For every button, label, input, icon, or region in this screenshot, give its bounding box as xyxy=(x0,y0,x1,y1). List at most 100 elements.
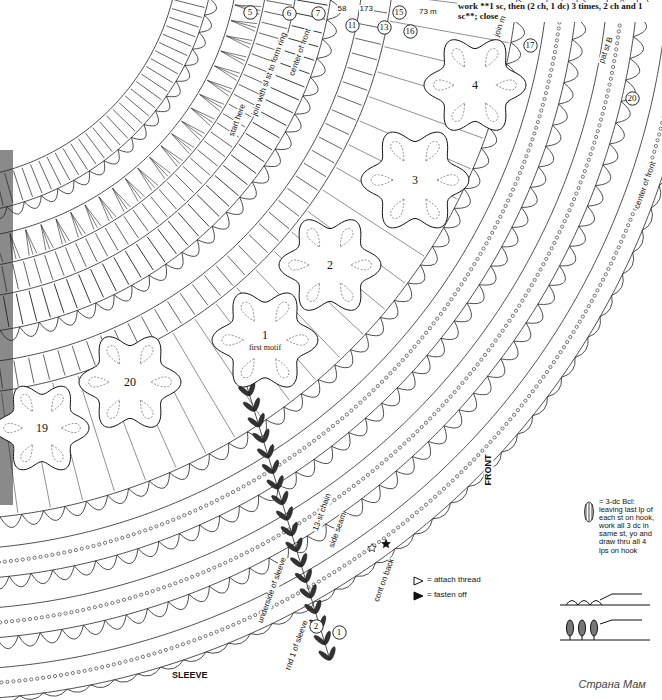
motif-number: 15 xyxy=(395,8,404,17)
stitch-count: 73 m xyxy=(418,8,438,17)
chain-stitch xyxy=(147,654,150,657)
stitch-post xyxy=(125,96,149,116)
chain-stitch xyxy=(312,439,315,442)
chain-stitch xyxy=(521,166,524,169)
chain-stitch xyxy=(132,533,135,536)
chain-stitch xyxy=(177,516,180,519)
chain-stitch xyxy=(293,453,296,456)
chain-stitch xyxy=(252,479,255,482)
chain-stitch xyxy=(460,283,463,286)
chain-stitch xyxy=(545,257,548,260)
chain-stitch xyxy=(561,225,564,228)
chain-stitch xyxy=(298,450,301,453)
chart-note: center of front xyxy=(287,26,313,77)
chain-stitch xyxy=(520,404,523,407)
motif-number: 7 xyxy=(316,9,321,18)
chain-stitch xyxy=(601,112,604,115)
chain-stitch xyxy=(575,325,578,328)
chain-stitch xyxy=(538,115,541,118)
chain-stitch xyxy=(516,409,519,412)
stitch-post xyxy=(141,316,153,339)
chain-stitch xyxy=(394,450,397,453)
chain-stitch xyxy=(92,544,95,547)
chain-stitch xyxy=(488,237,491,240)
bobble-stitch xyxy=(328,646,337,661)
chain-stitch xyxy=(561,0,564,1)
stitch-post xyxy=(215,176,239,196)
chain-stitch xyxy=(382,537,385,540)
chain-stitch xyxy=(450,298,453,301)
chain-stitch xyxy=(581,175,584,178)
round-line xyxy=(0,0,580,580)
chain-stitch xyxy=(118,661,121,664)
star-mark xyxy=(368,544,377,552)
chain-stitch xyxy=(572,198,575,201)
chain-stitch xyxy=(286,597,289,600)
chain-stitch xyxy=(602,106,605,109)
chain-stitch xyxy=(398,446,401,449)
chain-stitch xyxy=(242,485,245,488)
stitch-post xyxy=(332,110,356,120)
chain-stitch xyxy=(556,356,559,359)
chain-stitch xyxy=(483,353,486,356)
chain-stitch xyxy=(99,604,102,607)
stitch-post xyxy=(352,53,377,60)
chain-stitch xyxy=(229,559,232,562)
chain-stitch xyxy=(313,512,316,515)
chart-note: center of front xyxy=(632,159,658,210)
chain-stitch xyxy=(308,515,311,518)
chain-stitch xyxy=(70,611,73,614)
chain-stitch xyxy=(480,358,483,361)
chain-stitch xyxy=(353,557,356,560)
chain-stitch xyxy=(136,657,139,660)
chain-stitch xyxy=(215,499,218,502)
stitch-post xyxy=(266,1,292,6)
chain-stitch xyxy=(425,331,428,334)
chain-stitch xyxy=(412,434,415,437)
chain-stitch xyxy=(570,203,573,206)
chain-stitch xyxy=(205,504,208,507)
chain-stitch xyxy=(432,322,435,325)
chain-stitch xyxy=(258,476,261,479)
stitch-post xyxy=(113,109,135,131)
stitch-post xyxy=(296,176,318,190)
stitch-post xyxy=(262,22,287,28)
chain-stitch xyxy=(226,626,229,629)
chain-stitch xyxy=(166,520,169,523)
chain-stitch xyxy=(612,65,615,68)
chain-stitch xyxy=(524,294,527,297)
chain-stitch xyxy=(155,525,158,528)
stitch-post xyxy=(223,165,247,184)
chain-stitch xyxy=(0,561,1,564)
chain-stitch xyxy=(578,320,581,323)
chain-stitch xyxy=(593,141,596,144)
chain-stitch xyxy=(288,456,291,459)
chain-stitch xyxy=(447,483,450,486)
chain-stitch xyxy=(421,336,424,339)
chain-stitch xyxy=(513,413,516,416)
chain-stitch xyxy=(95,667,98,670)
chain-stitch xyxy=(439,312,442,315)
stitch-post xyxy=(155,309,168,331)
stitch-post xyxy=(259,111,286,126)
stitch-post xyxy=(166,26,195,37)
bobble-stitch xyxy=(309,584,318,599)
chain-stitch xyxy=(501,210,504,213)
chain-stitch xyxy=(22,618,25,621)
bobble-symbol xyxy=(585,502,594,522)
fasten-off-symbol xyxy=(414,592,423,600)
chain-stitch xyxy=(345,413,348,416)
chain-stitch xyxy=(507,199,510,202)
stitch-post xyxy=(63,148,79,175)
chain-stitch xyxy=(202,571,205,574)
chain-stitch xyxy=(472,458,475,461)
chain-stitch xyxy=(438,491,441,494)
stitch-post xyxy=(172,9,202,18)
chain-stitch xyxy=(51,553,54,556)
stitch-post xyxy=(253,122,280,138)
round-number: 13 xyxy=(377,20,392,35)
stitch-post xyxy=(105,228,118,251)
